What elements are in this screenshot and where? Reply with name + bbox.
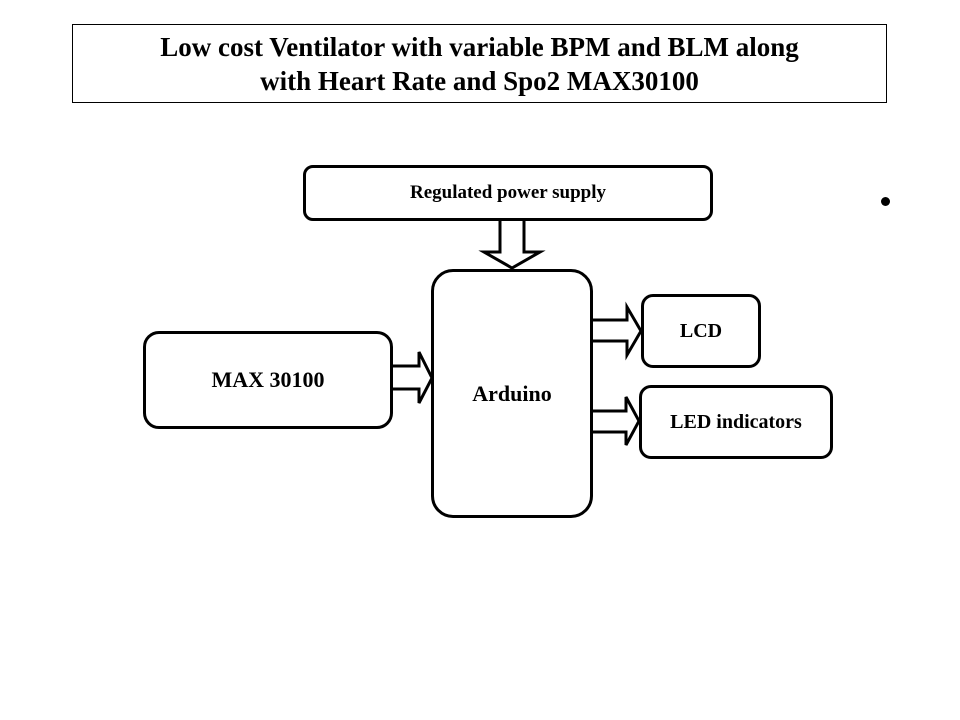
arrow-power-to-arduino	[478, 221, 546, 270]
arrow-arduino-to-led	[593, 396, 641, 446]
power-supply-label: Regulated power supply	[409, 182, 606, 203]
title-line-2: with Heart Rate and Spo2 MAX30100	[260, 65, 699, 96]
arrow-sensor-to-arduino	[393, 351, 434, 404]
lcd-block: LCD	[641, 294, 761, 368]
title-line-1: Low cost Ventilator with variable BPM an…	[160, 31, 799, 62]
bullet-point-icon	[881, 197, 890, 206]
max30100-label: MAX 30100	[211, 367, 325, 392]
led-indicators-block: LED indicators	[639, 385, 833, 459]
diagram-title: Low cost Ventilator with variable BPM an…	[72, 24, 887, 103]
max30100-block: MAX 30100	[143, 331, 393, 429]
lcd-label: LCD	[679, 319, 723, 342]
led-indicators-label: LED indicators	[670, 410, 802, 433]
arduino-label: Arduino	[472, 380, 552, 406]
arrow-arduino-to-lcd	[593, 301, 643, 361]
arduino-block: Arduino	[431, 269, 593, 518]
power-supply-block: Regulated power supply	[303, 165, 713, 221]
